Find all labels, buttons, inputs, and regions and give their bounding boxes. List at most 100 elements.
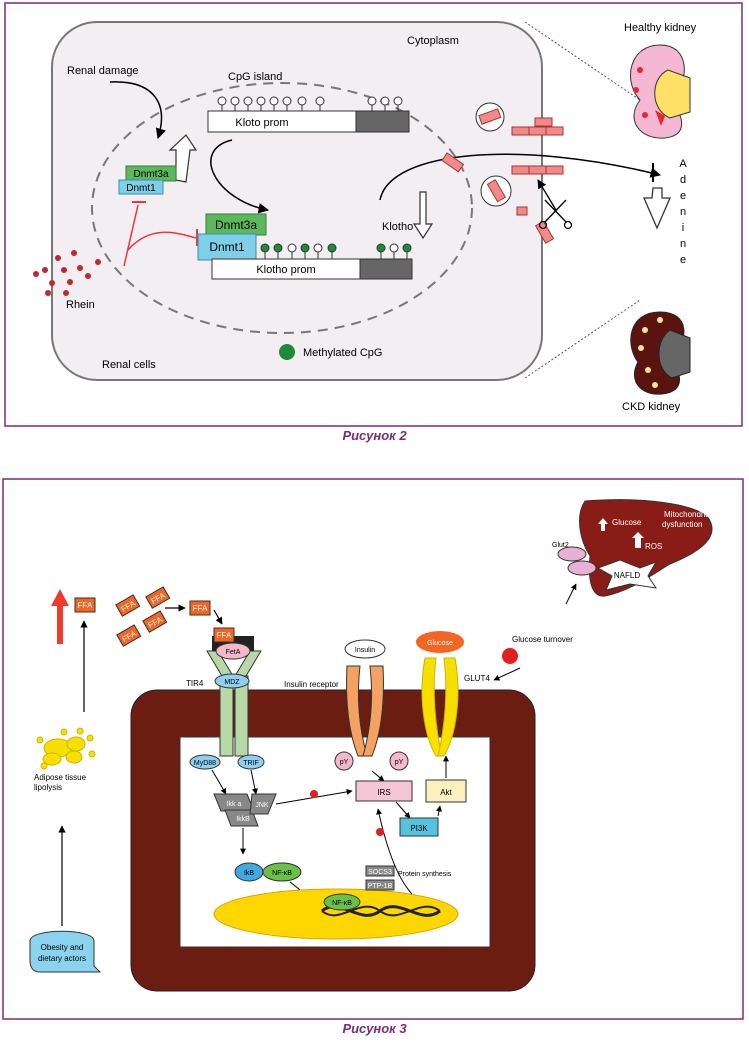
dnmt3a-large-label: Dnmt3a bbox=[215, 218, 257, 232]
klotho-promoter-methylated: Klotho prom bbox=[211, 243, 413, 280]
scissors-icon bbox=[538, 199, 573, 230]
methylated-cpg-legend-dot bbox=[279, 344, 295, 360]
socs3-label: SOCS3 bbox=[368, 869, 392, 876]
ffa-cluster: FFA FFA FFA FFA bbox=[115, 586, 171, 647]
svg-text:n: n bbox=[680, 206, 686, 218]
methylated-cpg-label: Methylated CpG bbox=[303, 347, 382, 359]
rhein-molecules bbox=[33, 250, 101, 296]
svg-text:MDZ: MDZ bbox=[224, 679, 240, 686]
dnmt1-large bbox=[197, 233, 257, 261]
healthy-kidney-label: Healthy kidney bbox=[624, 22, 697, 34]
rhein-label: Rhein bbox=[66, 299, 95, 311]
ckd-kidney-label: CKD kidney bbox=[622, 401, 681, 413]
nucleus-boundary bbox=[91, 82, 473, 334]
irs-label: IRS bbox=[377, 788, 390, 797]
glucose-node bbox=[416, 631, 464, 653]
svg-text:Insulin: Insulin bbox=[355, 647, 375, 654]
serine-phosphorylation-dot bbox=[310, 790, 318, 798]
dna-helix-strand-2 bbox=[321, 905, 441, 917]
myd88-node bbox=[189, 754, 221, 770]
adipose-label-1: Adipose tissue bbox=[34, 773, 87, 782]
socs-inhibition-dot bbox=[376, 828, 384, 836]
svg-text:e: e bbox=[680, 190, 686, 202]
mito-dysfunction-label-2: dysfunction bbox=[662, 520, 702, 529]
glut4-transporter bbox=[421, 657, 459, 757]
ikb-label: IkB bbox=[244, 870, 254, 877]
figure-2-frame bbox=[4, 2, 743, 427]
svg-text:FetA: FetA bbox=[226, 649, 241, 656]
nfkb-nuclear bbox=[323, 893, 361, 911]
kloto-promoter-unmethylated: Kloto prom bbox=[207, 96, 410, 133]
nucleus bbox=[213, 888, 459, 940]
protein-synthesis-label: Protein synthesis bbox=[398, 871, 452, 878]
ffa-free-label: FFA bbox=[193, 604, 208, 613]
figure-3-caption: Рисунок 3 bbox=[342, 1021, 407, 1036]
svg-text:JNK: JNK bbox=[255, 802, 269, 809]
ffa-box-free bbox=[189, 600, 211, 616]
socs3-box bbox=[365, 865, 395, 877]
klotho-export-arrow bbox=[379, 153, 662, 201]
pi3k-label: PI3K bbox=[410, 824, 428, 833]
svg-text:FFA: FFA bbox=[217, 631, 232, 640]
klotho-down-arrow bbox=[412, 191, 434, 240]
irs-box bbox=[355, 780, 413, 802]
glucose-up-arrow bbox=[598, 518, 608, 531]
ros-label: ROS bbox=[645, 542, 662, 551]
glut2-label: Glut2 bbox=[552, 542, 569, 549]
irs-to-pi3k bbox=[395, 801, 411, 819]
adenine-label: A d e n i n e bbox=[679, 158, 687, 266]
nfkb-node bbox=[262, 862, 302, 882]
adenine-down-arrow bbox=[643, 187, 671, 230]
svg-text:Ikk a: Ikk a bbox=[227, 801, 242, 808]
ckd-kidney-icon bbox=[630, 311, 691, 395]
tlr4-label: TIR4 bbox=[186, 679, 204, 688]
nfkb-label: NF-κB bbox=[272, 870, 292, 877]
renal-damage-arrow bbox=[109, 81, 166, 140]
turnover-arrow bbox=[493, 667, 521, 681]
dnmt1-large-label: Dnmt1 bbox=[209, 240, 245, 254]
trif-node bbox=[237, 754, 265, 770]
liver-to-glut-arrow bbox=[565, 583, 577, 605]
figure-3-frame bbox=[2, 478, 744, 1020]
ptp1b-box bbox=[365, 879, 395, 891]
vesicle-1-cargo bbox=[478, 108, 502, 125]
cpg-island-label: CpG island bbox=[228, 71, 282, 83]
trif-label: TRIF bbox=[243, 760, 259, 767]
obesity-bubble bbox=[29, 930, 102, 973]
methylation-arrow bbox=[210, 139, 270, 214]
dnmt3a-small-label: Dnmt3a bbox=[133, 169, 168, 180]
dnmt1-small-label: Dnmt1 bbox=[126, 183, 156, 194]
adipose-label-2: lipolysis bbox=[34, 783, 62, 792]
glut2-bottom bbox=[567, 560, 597, 576]
svg-text:i: i bbox=[682, 222, 684, 234]
protein-synthesis-arrow bbox=[376, 808, 413, 895]
svg-text:e: e bbox=[680, 254, 686, 266]
obesity-label-1: Obesity and bbox=[41, 943, 84, 952]
ffa-main-label: FFA bbox=[78, 601, 93, 610]
renal-cells-label: Renal cells bbox=[102, 359, 156, 371]
svg-text:d: d bbox=[680, 174, 686, 186]
svg-text:A: A bbox=[679, 158, 687, 170]
akt-label: Akt bbox=[440, 788, 452, 797]
ffa-box-main bbox=[74, 597, 96, 613]
insulin-receptor: Insulin pY pY bbox=[334, 639, 409, 771]
ros-up-arrow bbox=[632, 532, 644, 548]
zoom-line-top bbox=[524, 21, 641, 101]
tlr4-receptor: FFA FetA MDZ bbox=[206, 627, 262, 757]
obesity-label-2: dietary actors bbox=[38, 954, 86, 963]
increase-arrow bbox=[51, 589, 69, 644]
svg-text:IkkB: IkkB bbox=[236, 816, 250, 823]
mito-dysfunction-label-1: Mitochondrial bbox=[664, 510, 712, 519]
pi3k-to-akt bbox=[435, 805, 442, 817]
ikk-complex: Ikk a IkkB JNK bbox=[213, 793, 277, 827]
svg-text:pY: pY bbox=[340, 759, 349, 766]
liver-glucose-label: Glucose bbox=[612, 518, 642, 527]
glut4-label: GLUT4 bbox=[464, 674, 490, 683]
renal-damage-label: Renal damage bbox=[67, 65, 139, 77]
cleavage-arrow bbox=[537, 179, 557, 211]
myd88-to-ikk bbox=[211, 769, 227, 795]
healthy-kidney-icon bbox=[630, 44, 691, 139]
figure-3: FFA FFA FFA FFA FFA FFA FFA FetA MDZ TIR… bbox=[2, 478, 744, 1020]
glut2-top bbox=[557, 546, 587, 562]
nfkb-nuclear-label: NF-κB bbox=[332, 900, 352, 907]
